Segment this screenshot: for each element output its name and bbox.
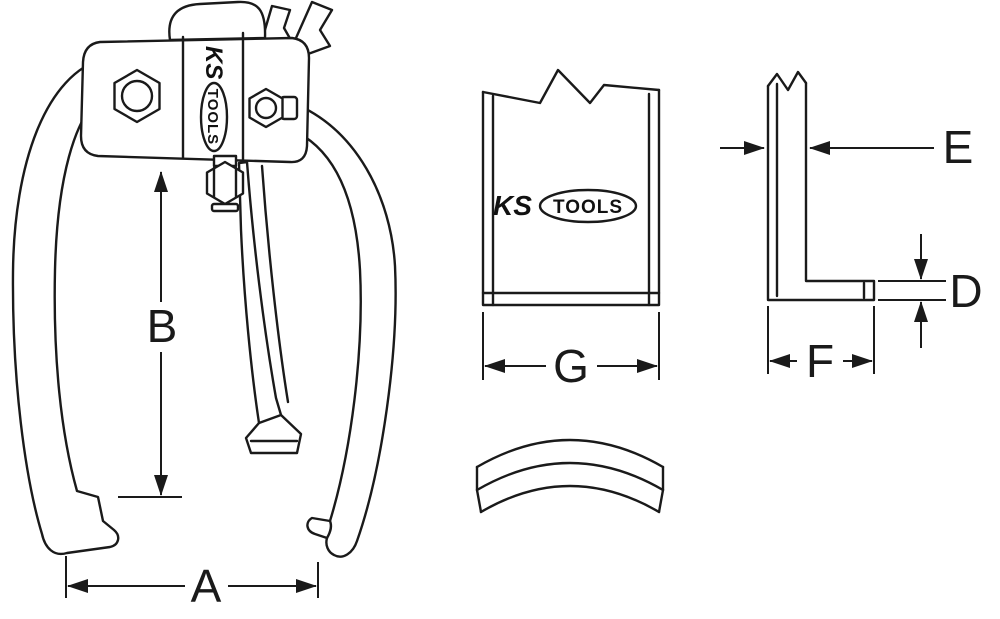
hex-bolt-right [248, 87, 299, 129]
dimension-a: A [65, 556, 319, 612]
jaw-top-view [475, 438, 665, 514]
spindle-nut [205, 154, 245, 213]
back-arm-edge [260, 164, 290, 404]
logo-oval [199, 81, 229, 153]
left-arm [11, 56, 120, 556]
dimension-b: B [118, 171, 182, 498]
dimension-e: E [720, 121, 973, 173]
jaw-side-view: E D F [720, 70, 983, 387]
ks-tools-logo-head: KS TOOLS [199, 46, 229, 153]
logo-ks-text: KS [493, 190, 532, 221]
jaw-top-end-right [657, 465, 665, 514]
dimension-g: G [482, 312, 660, 392]
jaw-front-view: KS TOOLS G [481, 68, 661, 392]
jaw-front-outline [481, 88, 661, 307]
head-plate [79, 36, 311, 164]
dimension-label-g: G [553, 340, 589, 392]
jaw-top-middle-arc [475, 461, 665, 492]
ks-tools-logo-front: KS TOOLS [493, 188, 638, 224]
dimension-label-d: D [949, 265, 982, 317]
jaw-side-break-line [766, 70, 808, 92]
center-foot-edge [257, 413, 283, 425]
logo-tools-text: TOOLS [204, 89, 221, 145]
dimension-f: F [767, 306, 875, 387]
logo-oval [538, 188, 638, 224]
dimension-label-a: A [191, 560, 222, 612]
dimension-label-e: E [943, 121, 974, 173]
dimension-d: D [878, 234, 983, 348]
logo-ks-text: KS [200, 46, 227, 79]
dimension-label-b: B [147, 300, 178, 352]
top-claw-left [260, 4, 294, 44]
top-cap [168, 0, 267, 42]
jaw-top-outer-arc [475, 438, 665, 469]
jaw-top-end-left [475, 465, 483, 514]
dimension-label-f: F [806, 335, 834, 387]
jaw-side-outline [766, 81, 876, 302]
jaw-front-break-line [481, 68, 661, 105]
jaw-top-inner-arc [479, 484, 661, 514]
right-hook-detail [325, 519, 333, 540]
center-arm [237, 160, 303, 455]
logo-tools-text: TOOLS [553, 197, 623, 218]
right-arm [288, 101, 397, 558]
puller-front-drawing: KS TOOLS B A [11, 0, 397, 612]
hex-bolt-left [113, 68, 161, 124]
